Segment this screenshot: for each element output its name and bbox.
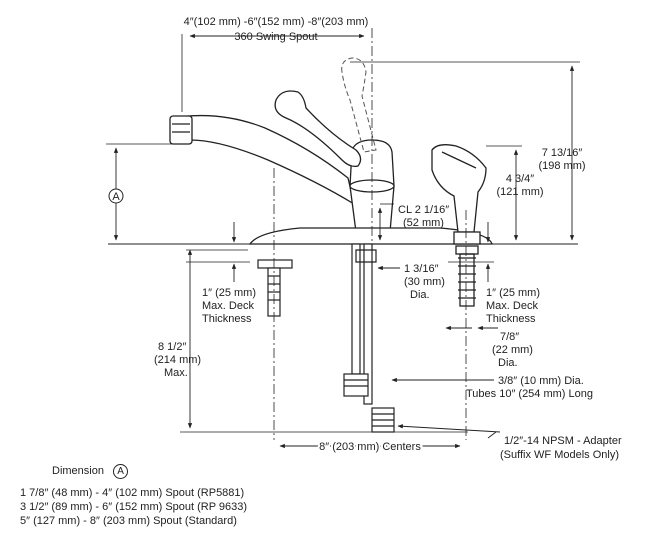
tubes-label-1: 3/8″ (10 mm) Dia. <box>498 375 584 387</box>
deck-right-label-1: 1″ (25 mm) <box>486 287 540 299</box>
hole-dia-label-3: Dia. <box>410 289 430 301</box>
spray-height-label-1: 4 3/4″ <box>506 173 534 185</box>
adapter-label-2: (Suffix WF Models Only) <box>500 449 619 461</box>
legend-row-1: 1 7/8″ (48 mm) - 4″ (102 mm) Spout (RP58… <box>20 487 245 499</box>
total-height-label-2: (198 mm) <box>538 160 585 172</box>
centerline-label-2: (52 mm) <box>403 217 444 229</box>
side-spray <box>431 144 487 307</box>
swing-caption-label: 360 Swing Spout <box>234 31 317 43</box>
below-deck-label-1: 8 1/2″ <box>158 341 186 353</box>
tubes-label-2: Tubes 10″ (254 mm) Long <box>466 388 593 400</box>
below-deck-label-3: Max. <box>164 367 188 379</box>
deck-left-label-1: 1″ (25 mm) <box>202 287 256 299</box>
legend-title-row: Dimension A <box>52 464 129 479</box>
centerline-label-1: CL 2 1/16″ <box>398 204 449 216</box>
hose-dia-label-2: (22 mm) <box>492 344 533 356</box>
hose-dia-label-3: Dia. <box>498 357 518 369</box>
deck-right-label-2: Max. Deck <box>486 300 538 312</box>
dimension-a-marker: A <box>108 188 124 204</box>
deck-left-label-3: Thickness <box>202 313 252 325</box>
spray-height-label-2: (121 mm) <box>496 186 543 198</box>
legend-row-3: 5″ (127 mm) - 8″ (203 mm) Spout (Standar… <box>20 515 237 527</box>
extension-lines <box>106 34 580 433</box>
hole-dia-label-2: (30 mm) <box>404 276 445 288</box>
swing-range-label: 4″(102 mm) -6″(152 mm) -8″(203 mm) <box>184 16 369 28</box>
centers-label: 8″ (203 mm) Centers <box>319 441 421 453</box>
legend-row-2: 3 1/2″ (89 mm) - 6″ (152 mm) Spout (RP 9… <box>20 501 248 513</box>
dimension-a-marker-letter: A <box>112 191 120 203</box>
adapter-label-1: 1/2″-14 NPSM - Adapter <box>504 435 622 447</box>
hose-dia-label-1: 7/8″ <box>500 331 519 343</box>
centerlines <box>273 28 467 440</box>
legend-marker: A <box>113 464 129 479</box>
handle-raised-ghost <box>341 57 377 153</box>
under-deck-components <box>257 243 395 433</box>
total-height-label-1: 7 13/16″ <box>542 147 583 159</box>
deck-left-label-2: Max. Deck <box>202 300 254 312</box>
below-deck-label-2: (214 mm) <box>154 354 201 366</box>
legend-title: Dimension <box>52 465 104 477</box>
deck-right-label-3: Thickness <box>486 313 536 325</box>
dimension-arrows <box>113 33 575 449</box>
dimension-labels: 4″(102 mm) -6″(152 mm) -8″(203 mm) 360 S… <box>154 16 622 461</box>
hole-dia-label-1: 1 3/16″ <box>404 263 439 275</box>
